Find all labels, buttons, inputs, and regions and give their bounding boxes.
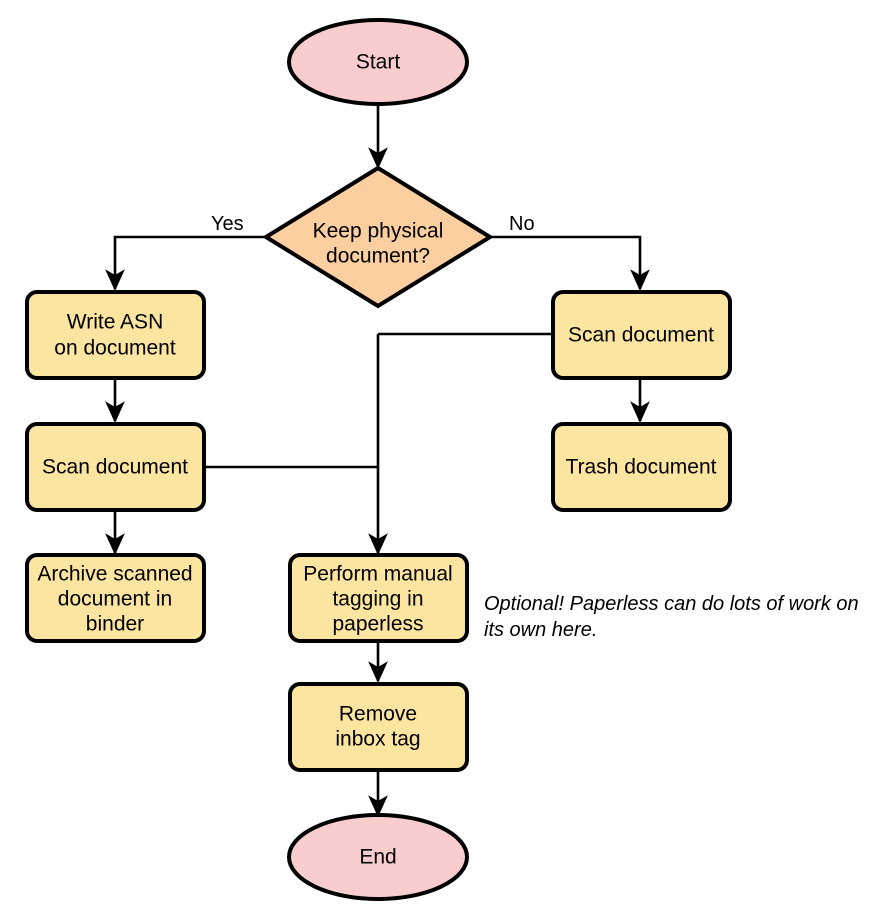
node-trash-label: Trash document: [566, 456, 717, 479]
node-scan-document-right-label: Scan document: [568, 324, 714, 347]
node-trash-document[interactable]: Trash document: [551, 422, 732, 512]
node-manual-tagging-shape[interactable]: [288, 553, 469, 643]
node-remove-inbox-shape[interactable]: [288, 682, 469, 772]
node-trash-shape[interactable]: [551, 422, 732, 512]
node-archive-shape[interactable]: [25, 553, 206, 643]
edge-label-no: No: [509, 213, 535, 235]
node-archive-label-line2: document in: [58, 588, 172, 611]
edge-decision-to-scan-right: [491, 235, 650, 292]
node-write-asn[interactable]: Write ASN on document: [25, 290, 206, 380]
node-archive-label-line3: binder: [86, 613, 144, 636]
node-decision-label-line2: document?: [326, 245, 430, 268]
edge-labels-layer: Yes No: [211, 213, 535, 235]
node-scan-document-right-shape[interactable]: [551, 290, 732, 380]
node-remove-inbox-label-line2: inbox tag: [335, 728, 420, 751]
node-remove-inbox-tag[interactable]: Remove inbox tag: [288, 682, 469, 772]
node-end-shape[interactable]: [287, 813, 469, 901]
node-write-asn-shape[interactable]: [25, 290, 206, 380]
node-perform-manual-tagging[interactable]: Perform manual tagging in paperless: [288, 553, 469, 643]
node-write-asn-label-line1: Write ASN: [67, 311, 163, 334]
node-scan-document-right[interactable]: Scan document: [551, 290, 732, 380]
node-decision-shape[interactable]: [264, 166, 492, 308]
node-scan-document-left-label: Scan document: [42, 456, 188, 479]
node-remove-inbox-label-line1: Remove: [339, 703, 417, 726]
node-manual-tagging-label-line3: paperless: [332, 613, 423, 636]
node-manual-tagging-label-line2: tagging in: [332, 588, 423, 611]
node-start-label: Start: [356, 51, 401, 74]
node-start-shape[interactable]: [287, 18, 469, 106]
annotation-line-1: Optional! Paperless can do lots of work …: [484, 593, 859, 615]
node-decision-label-line1: Keep physical: [313, 220, 444, 243]
node-scan-document-left-shape[interactable]: [25, 422, 206, 512]
node-archive-scanned-document[interactable]: Archive scanned document in binder: [25, 553, 206, 643]
nodes-layer: Start Keep physical document? Write ASN …: [25, 18, 732, 901]
annotation-line-2: its own here.: [484, 619, 597, 641]
edge-decision-to-write-asn: [105, 235, 265, 292]
node-manual-tagging-label-line1: Perform manual: [303, 563, 452, 586]
annotation-optional-paperless: Optional! Paperless can do lots of work …: [484, 593, 859, 641]
node-decision-keep-physical-document[interactable]: Keep physical document?: [264, 166, 492, 308]
node-start[interactable]: Start: [287, 18, 469, 106]
node-write-asn-label-line2: on document: [54, 337, 176, 360]
node-scan-document-left[interactable]: Scan document: [25, 422, 206, 512]
node-archive-label-line1: Archive scanned: [37, 563, 192, 586]
edge-label-yes: Yes: [211, 213, 244, 235]
edges-layer: [105, 104, 650, 818]
node-end[interactable]: End: [287, 813, 469, 901]
node-end-label: End: [359, 846, 396, 869]
